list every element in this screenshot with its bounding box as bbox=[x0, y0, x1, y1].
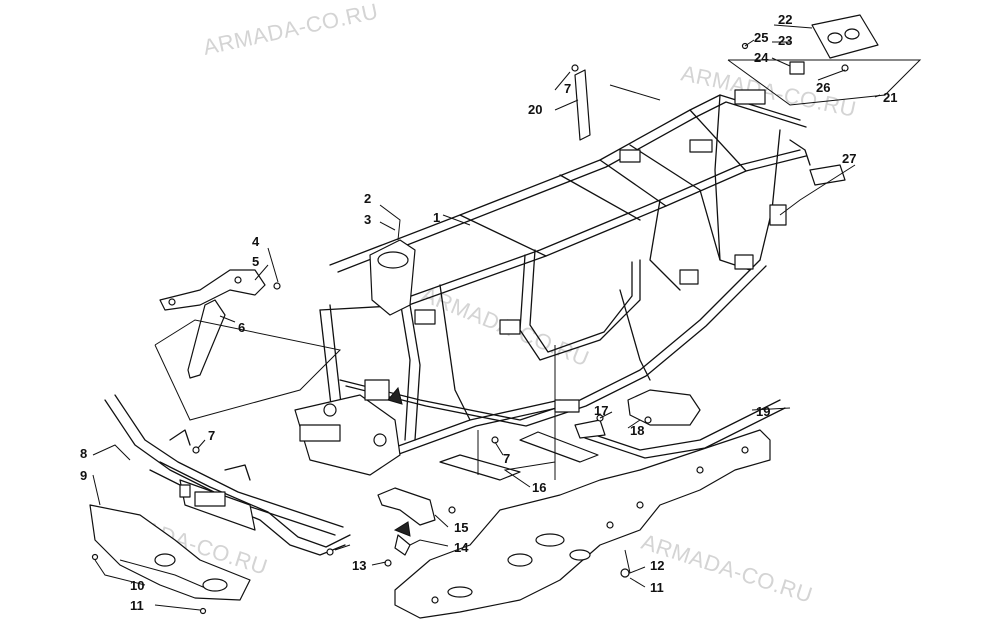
callout-21: 21 bbox=[883, 90, 897, 105]
callout-1: 1 bbox=[433, 210, 440, 225]
callout-14: 14 bbox=[454, 540, 469, 555]
callout-7-left: 7 bbox=[208, 428, 215, 443]
callout-7-center: 7 bbox=[503, 451, 510, 466]
callout-19: 19 bbox=[756, 404, 770, 419]
watermark-top-left: ARMADA-CO.RU bbox=[201, 0, 381, 60]
callouts: 1 2 3 4 5 6 7 7 7 8 9 10 11 11 12 13 14 … bbox=[80, 12, 897, 613]
footrest-assembly bbox=[574, 389, 786, 459]
callout-26: 26 bbox=[816, 80, 830, 95]
callout-5: 5 bbox=[252, 254, 259, 269]
support-bracket bbox=[187, 299, 226, 379]
callout-4-upper: 4 bbox=[252, 234, 260, 249]
callout-2: 2 bbox=[364, 191, 371, 206]
skid-plate bbox=[394, 429, 771, 619]
callout-11-left: 11 bbox=[130, 598, 144, 613]
callout-20: 20 bbox=[528, 102, 542, 117]
callout-15: 15 bbox=[454, 520, 468, 535]
watermark-bottom-right: ARMADA-CO.RU bbox=[638, 529, 815, 608]
callout-10: 10 bbox=[130, 578, 144, 593]
callout-17: 17 bbox=[594, 403, 608, 418]
callout-23: 23 bbox=[778, 33, 792, 48]
callout-12: 12 bbox=[650, 558, 664, 573]
leader-lines bbox=[92, 24, 922, 611]
callout-25: 25 bbox=[754, 30, 768, 45]
callout-13: 13 bbox=[352, 558, 366, 573]
callout-22: 22 bbox=[778, 12, 792, 27]
main-frame bbox=[294, 89, 811, 476]
callout-9: 9 bbox=[80, 468, 87, 483]
reflector bbox=[809, 164, 846, 186]
callout-24: 24 bbox=[754, 50, 769, 65]
rear-brace bbox=[574, 69, 591, 141]
callout-16: 16 bbox=[532, 480, 546, 495]
callout-6: 6 bbox=[238, 320, 245, 335]
callout-11-right: 11 bbox=[650, 580, 664, 595]
foam-strips bbox=[439, 431, 599, 481]
front-bumper bbox=[104, 394, 351, 556]
upper-bracket bbox=[159, 269, 266, 311]
callout-3: 3 bbox=[364, 212, 371, 227]
callout-7-top: 7 bbox=[564, 81, 571, 96]
brush-guard bbox=[89, 504, 251, 601]
callout-8: 8 bbox=[80, 446, 87, 461]
callout-27: 27 bbox=[842, 151, 856, 166]
callout-18: 18 bbox=[630, 423, 644, 438]
lower-bracket bbox=[377, 487, 436, 556]
taillight-assembly bbox=[741, 14, 879, 75]
